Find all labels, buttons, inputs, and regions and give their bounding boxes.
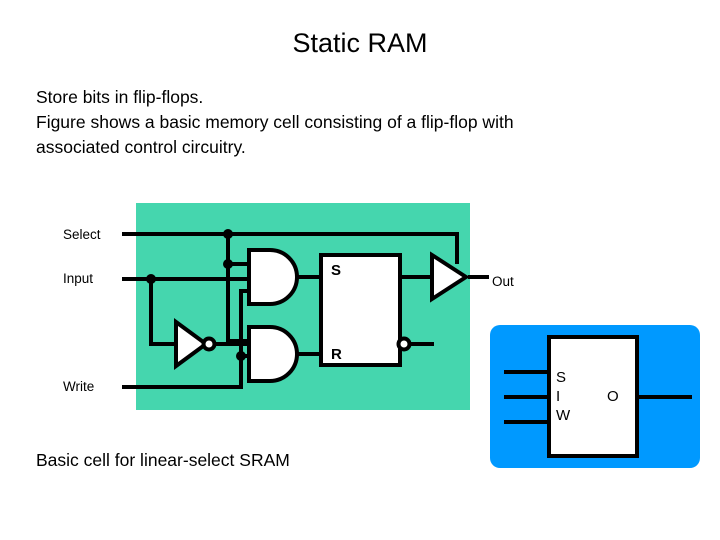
- body-line: associated control circuitry.: [36, 137, 246, 157]
- inverter-gate: [174, 318, 210, 370]
- label-out: Out: [492, 274, 514, 289]
- tri-state-buffer: [430, 251, 470, 303]
- flip-flop-qbar-bubble-icon: [396, 336, 412, 352]
- block-pin-label-select: S: [556, 369, 567, 386]
- body-text: Store bits in flip-flops. Figure shows a…: [36, 85, 708, 160]
- junction-dot-write: [236, 351, 246, 361]
- schematic-background: [136, 203, 470, 410]
- inverter-bubble-icon: [201, 336, 217, 352]
- flip-flop-body: [319, 253, 402, 367]
- block-pin-label-write: W: [556, 407, 571, 424]
- flip-flop-reset-pin-label: R: [331, 346, 342, 363]
- body-line: Figure shows a basic memory cell consist…: [36, 112, 514, 132]
- block-symbol-body: [547, 335, 639, 458]
- and-gate-reset: [247, 325, 299, 383]
- label-write: Write: [63, 379, 95, 394]
- body-line: Store bits in flip-flops.: [36, 87, 204, 107]
- block-pin-label-input: I: [556, 388, 561, 405]
- block-symbol-wire-group: [504, 370, 692, 424]
- and-gate-set: [247, 248, 299, 306]
- figure-caption: Basic cell for linear-select SRAM: [36, 450, 290, 470]
- junction-group: [146, 229, 246, 361]
- flip-flop-set-pin-label: S: [331, 262, 342, 279]
- page-title: Static RAM: [292, 28, 428, 58]
- junction-dot-select: [223, 229, 233, 239]
- label-select: Select: [63, 227, 101, 242]
- junction-dot-input: [146, 274, 156, 284]
- label-input: Input: [63, 271, 94, 286]
- block-pin-label-output: O: [607, 388, 619, 405]
- junction-dot-select-and: [223, 259, 233, 269]
